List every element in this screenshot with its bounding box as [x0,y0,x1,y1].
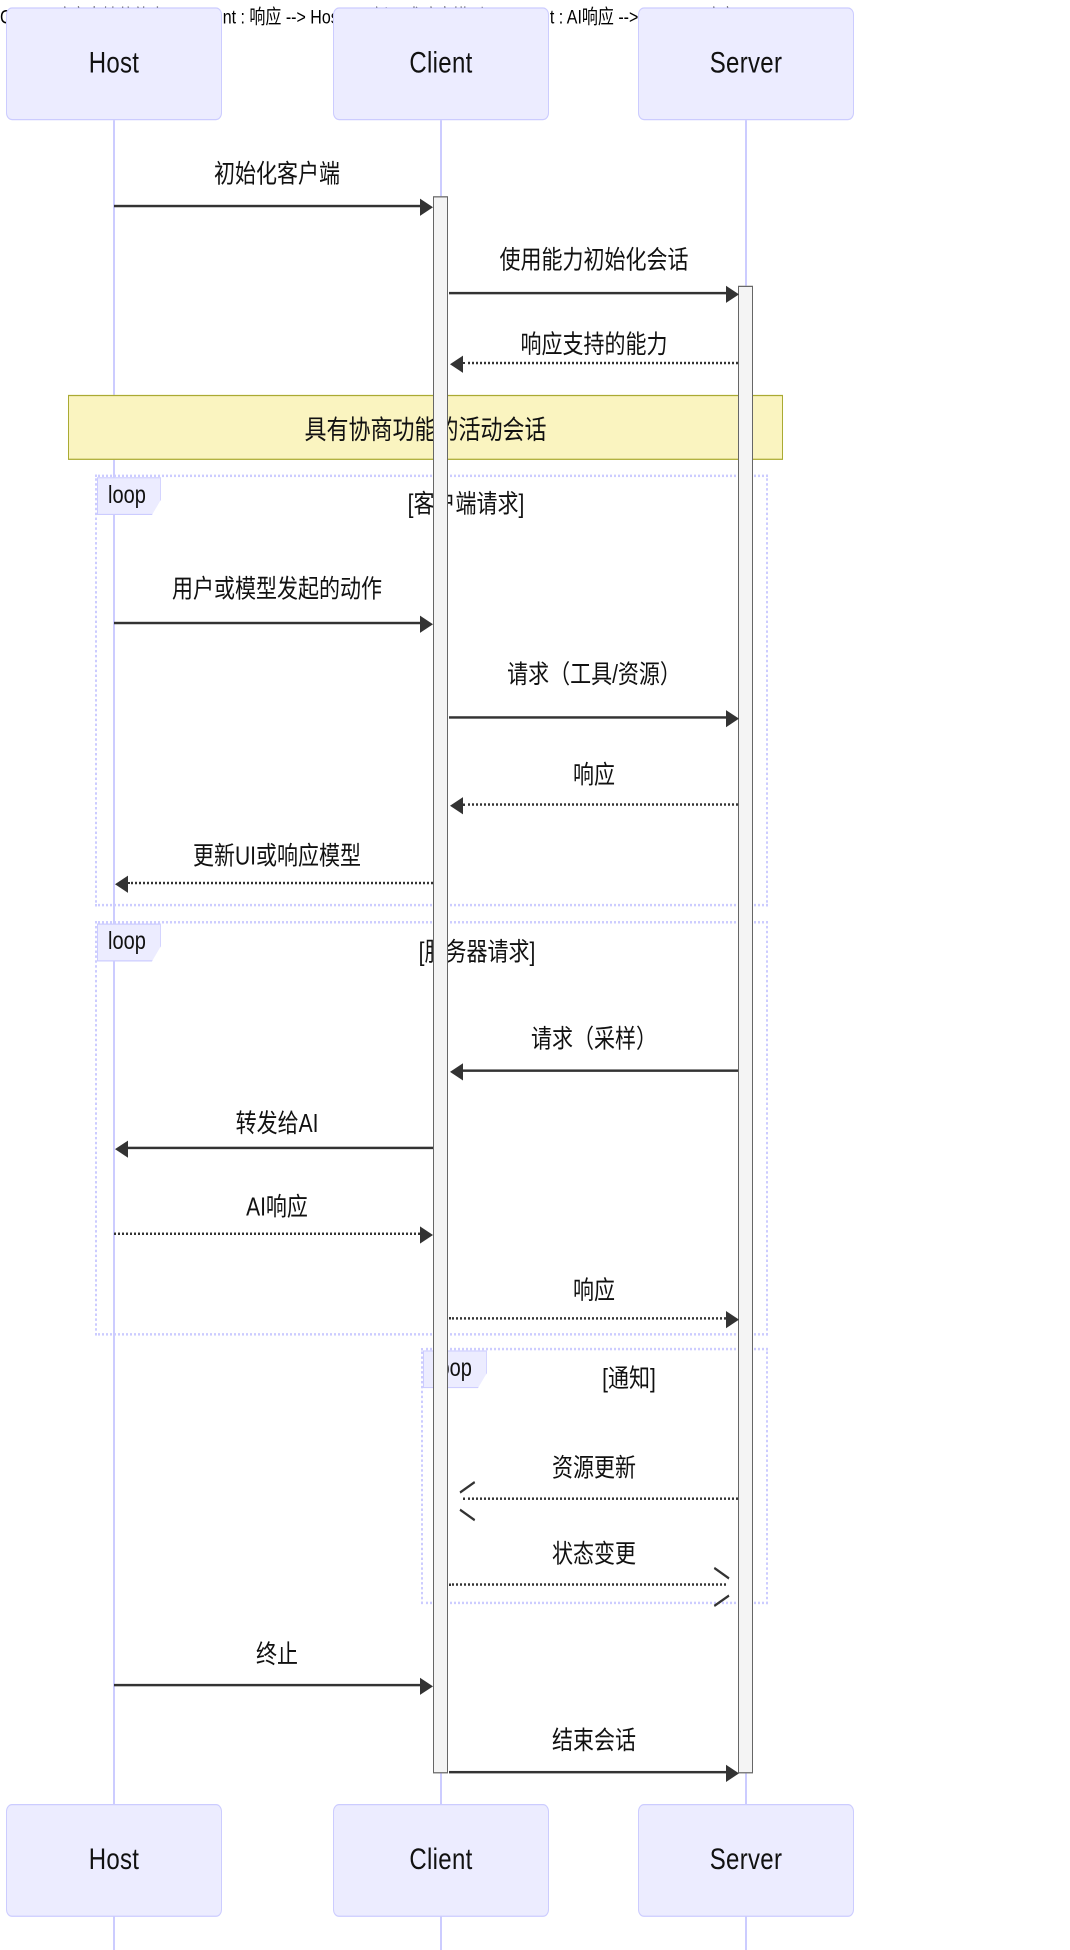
message-label-m1: 初始化客户端 [214,160,340,189]
message-line-m11 [449,1311,739,1329]
message-label-m11: 响应 [573,1276,615,1305]
arrowhead-right-m4 [420,615,433,633]
message-label-m5: 请求（工具/资源） [507,661,681,690]
message-label-m9: 转发给AI [235,1109,319,1139]
message-line-m1 [114,198,433,216]
actor-box-server-bottom[interactable]: Server [638,1804,854,1917]
message-line-m8 [450,1063,738,1081]
message-line-m14 [114,1677,433,1695]
loop-tab-label-client-request: loop [108,481,146,509]
lifeline-host [113,120,115,1950]
loop-condition-notification: [通知] [602,1364,656,1394]
actor-box-host-bottom[interactable]: Host [6,1804,222,1917]
arrowhead-right-m11 [726,1311,739,1329]
message-line-m10 [114,1226,433,1244]
message-line-m5 [449,710,739,728]
loop-tab-label-server-request: loop [108,928,146,956]
message-line-m7 [115,875,433,893]
actor-box-server-top[interactable]: Server [638,7,854,121]
message-line-m13 [449,1583,726,1586]
arrowhead-left-m9 [115,1140,128,1158]
message-label-m10: AI响应 [246,1193,308,1222]
arrowhead-right-m5 [726,710,739,728]
message-label-m14: 终止 [256,1640,298,1670]
message-label-m12: 资源更新 [552,1454,636,1483]
arrowhead-open-right-m13 [712,1573,728,1598]
note-active-session: 具有协商功能的活动会话 [68,394,783,460]
message-line-m2 [449,285,739,303]
message-label-m7: 更新UI或响应模型 [193,842,361,871]
message-line-m3 [450,355,738,373]
message-label-m2: 使用能力初始化会话 [499,246,689,275]
message-label-m8: 请求（采样） [531,1025,657,1054]
message-label-m6: 响应 [573,761,615,790]
arrowhead-right-m2 [726,285,739,303]
activation-server-main [738,285,753,1774]
actor-label-host-bottom: Host [88,1843,140,1877]
message-line-m12 [463,1497,738,1500]
arrowhead-right-m14 [420,1677,433,1695]
actor-label-server-bottom: Server [709,1843,783,1877]
message-line-m6 [450,797,738,815]
loop-tab-client-request: loop [97,477,161,516]
actor-box-host-top[interactable]: Host [6,7,222,121]
message-label-m15: 结束会话 [552,1726,636,1755]
arrowhead-open-left-m12 [461,1488,477,1513]
arrowhead-left-m8 [450,1063,463,1081]
activation-client-main [433,196,448,1774]
actor-label-client-bottom: Client [409,1843,473,1877]
actor-label-client-top: Client [409,46,473,80]
message-line-m9 [115,1140,433,1158]
loop-condition-client-request: [客户端请求] [407,490,525,519]
arrowhead-right-m15 [726,1764,739,1782]
message-line-m15 [449,1764,739,1782]
actor-label-server-top: Server [709,46,783,80]
loop-tab-server-request: loop [97,923,161,962]
arrowhead-left-m3 [450,355,463,373]
arrowhead-right-m1 [420,198,433,216]
loop-frame-server-request [95,921,768,1336]
actor-box-client-top[interactable]: Client [333,7,549,121]
arrowhead-right-m10 [420,1226,433,1244]
arrowhead-left-m7 [115,875,128,893]
actor-label-host-top: Host [88,46,140,80]
message-line-m4 [114,615,433,633]
note-label: 具有协商功能的活动会话 [304,413,547,445]
arrowhead-left-m6 [450,797,463,815]
message-label-m4: 用户或模型发起的动作 [172,575,382,604]
message-label-m13: 状态变更 [552,1540,636,1569]
message-label-m3: 响应支持的能力 [520,331,668,360]
actor-box-client-bottom[interactable]: Client [333,1804,549,1917]
